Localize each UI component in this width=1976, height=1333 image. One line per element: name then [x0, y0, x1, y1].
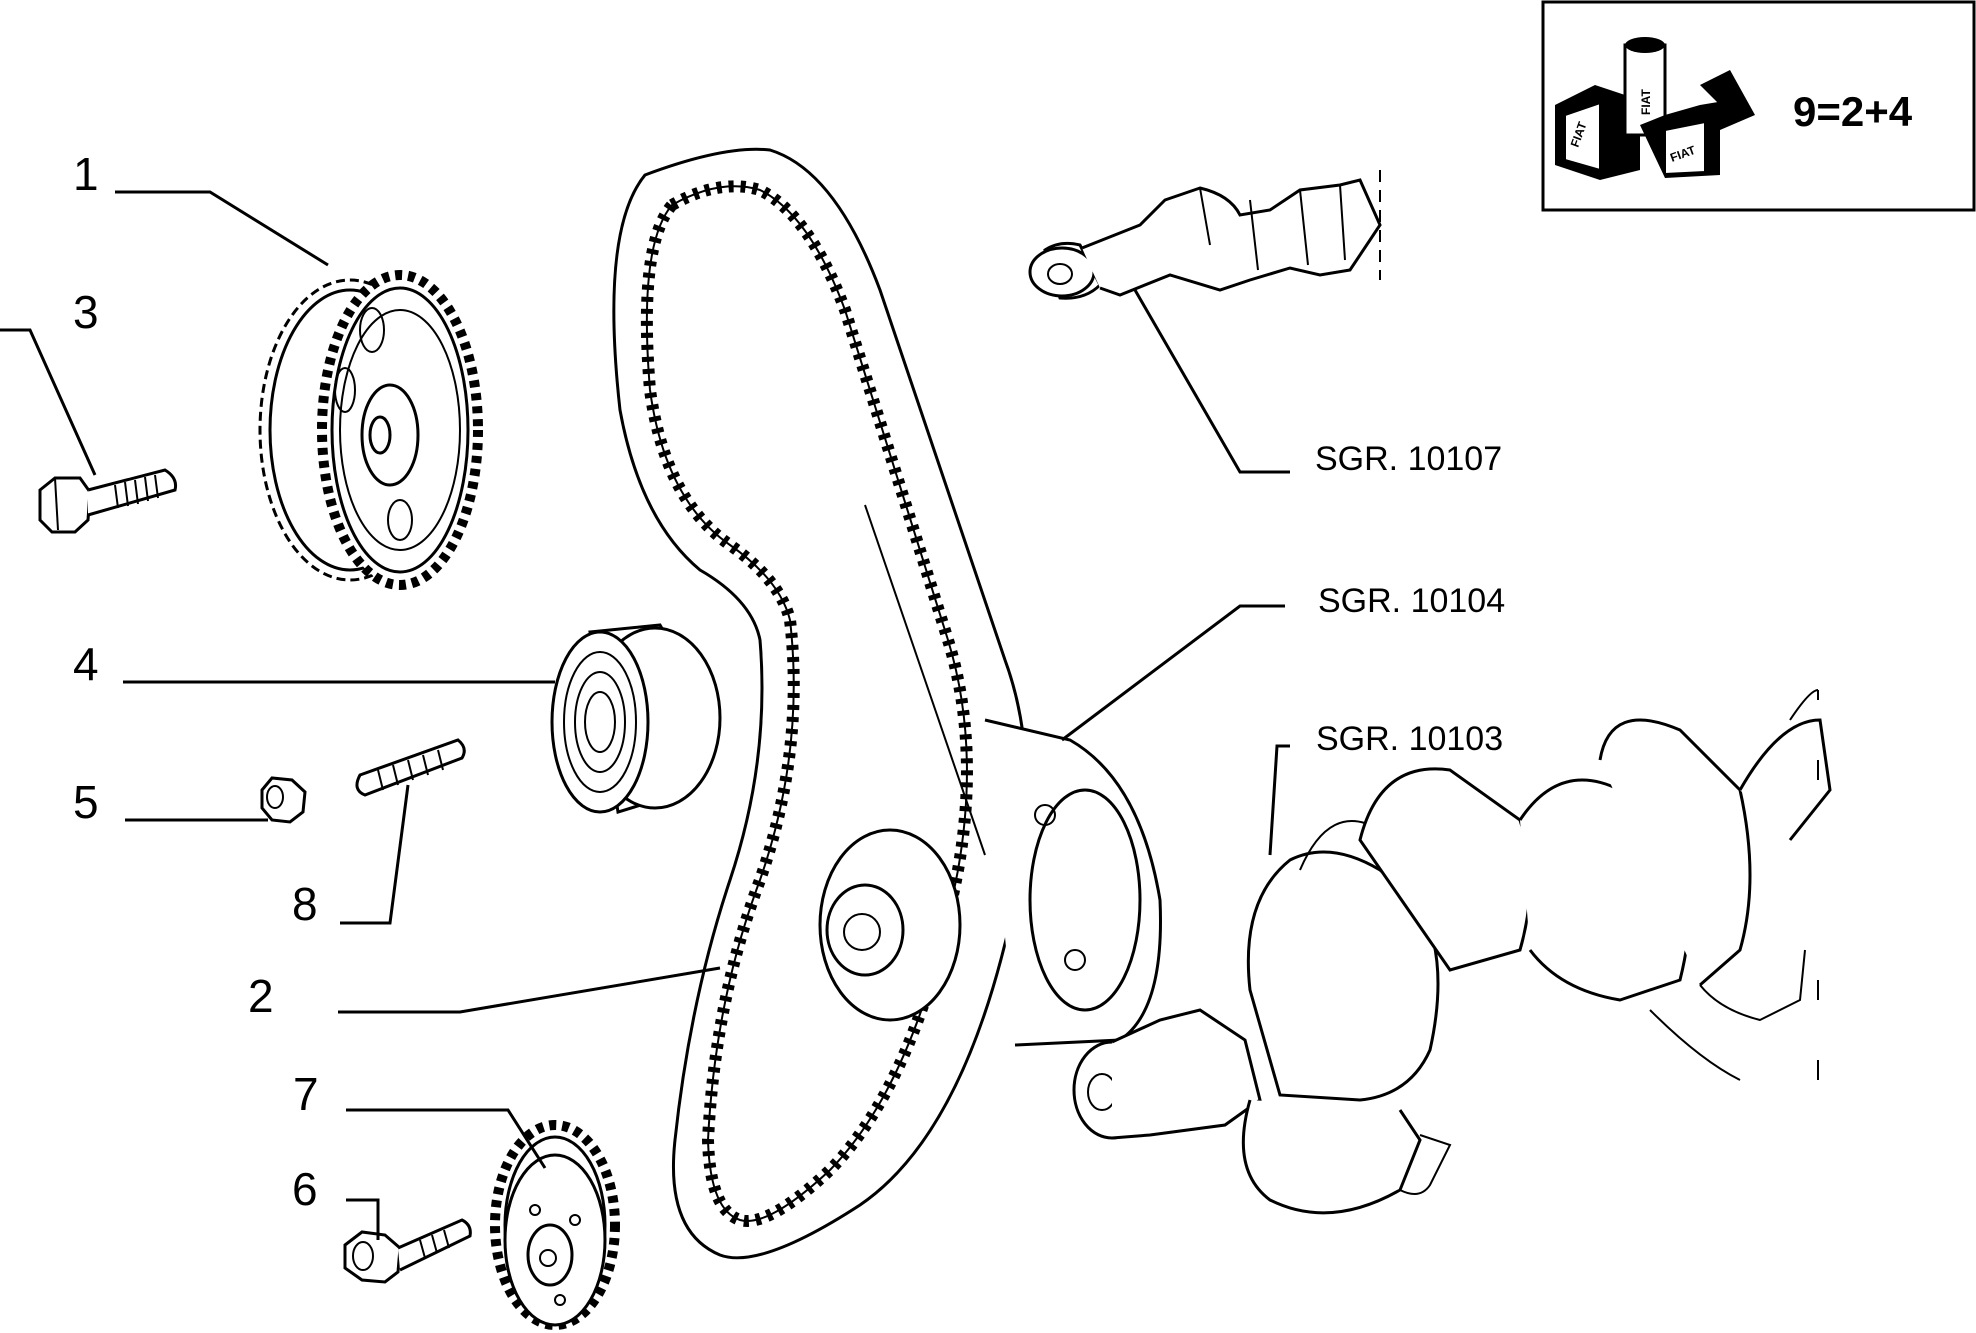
oil-pump-housing	[818, 718, 1162, 1047]
camshaft-pulley	[258, 270, 483, 590]
leader-3	[0, 328, 97, 476]
leader-sgr-10103	[1268, 744, 1290, 856]
kit-parts-icon: FIAT FIAT FIAT	[1555, 37, 1755, 180]
callout-2: 2	[248, 970, 274, 1022]
tensioner-nut	[260, 776, 307, 824]
sprocket-bolt	[343, 1218, 472, 1284]
ref-sgr-10104: SGR. 10104	[1318, 582, 1505, 620]
callout-1: 1	[73, 148, 99, 200]
leader-sgr-10107	[1133, 289, 1290, 474]
crankshaft	[1072, 689, 1832, 1215]
leader-1	[115, 190, 329, 267]
leader-8	[340, 784, 410, 925]
callout-5: 5	[73, 776, 99, 828]
leader-6	[346, 1198, 380, 1240]
callout-6: 6	[292, 1163, 318, 1215]
leader-2	[338, 966, 721, 1014]
callout-7: 7	[293, 1068, 319, 1120]
leader-lines	[0, 190, 1290, 1240]
callout-labels: 1 2 3 4 5 6 7 8	[73, 148, 319, 1215]
logo-text-center: FIAT	[1639, 89, 1653, 115]
leader-7	[346, 1108, 547, 1169]
ref-sgr-10103: SGR. 10103	[1316, 720, 1503, 758]
callout-8: 8	[292, 878, 318, 930]
tensioner-stud	[355, 738, 466, 797]
callout-4: 4	[73, 638, 99, 690]
legend-box: FIAT FIAT FIAT 9=2+4	[1541, 0, 1976, 212]
leader-sgr-10104	[1061, 604, 1285, 742]
tensioner-roller	[550, 623, 722, 814]
crankshaft-sprocket	[490, 1120, 620, 1330]
reference-labels: SGR. 10107 SGR. 10104 SGR. 10103	[1315, 440, 1505, 758]
camshaft	[1028, 170, 1382, 300]
ref-sgr-10107: SGR. 10107	[1315, 440, 1502, 478]
kit-formula: 9=2+4	[1793, 88, 1913, 135]
callout-3: 3	[73, 286, 99, 338]
pulley-bolt	[38, 468, 177, 534]
